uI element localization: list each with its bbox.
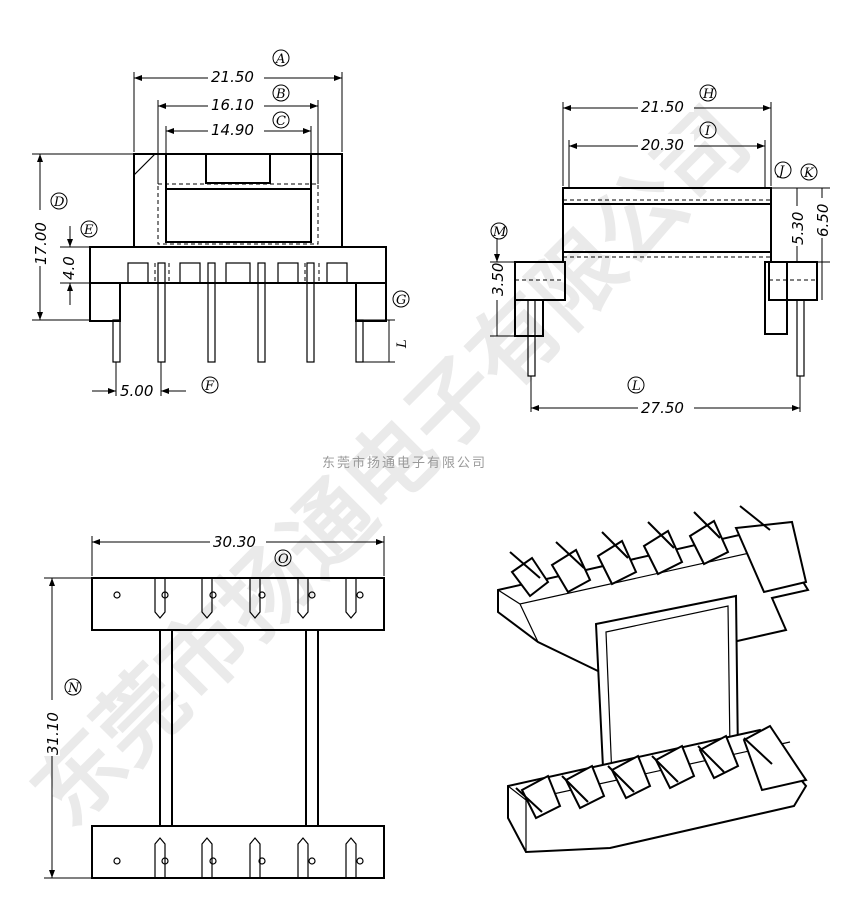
dim-e-value: 4.0 xyxy=(60,256,78,280)
front-chamfer xyxy=(133,153,156,176)
company-caption: 东莞市扬通电子有限公司 xyxy=(322,455,487,471)
label-e: E xyxy=(83,223,94,238)
dim-l-side-value: 27.50 xyxy=(641,399,684,417)
front-notch xyxy=(165,154,312,189)
front-pin-slots xyxy=(127,262,348,284)
front-window-hidden xyxy=(157,183,319,245)
front-view: 21.50 A 16.10 B 14.90 C 17.00 D 4.0 E xyxy=(30,49,410,400)
label-o: O xyxy=(278,552,289,567)
side-right-step xyxy=(768,261,818,301)
plan-pin-holes xyxy=(113,591,364,865)
label-l-side: L xyxy=(631,379,641,394)
label-l-front: L xyxy=(395,339,410,349)
side-view: 21.50 H 20.30 I J K 5.30 6.50 3.50 M xyxy=(489,84,832,417)
front-base-left-foot xyxy=(89,282,121,322)
dim-d-value: 17.00 xyxy=(32,222,50,265)
label-d: D xyxy=(53,195,65,210)
plan-bottom-flange xyxy=(91,825,385,879)
label-h: H xyxy=(702,87,715,102)
front-pins xyxy=(112,262,364,363)
label-f: F xyxy=(204,379,215,394)
plan-top-flange xyxy=(91,577,385,631)
front-hidden-lines xyxy=(154,263,320,283)
label-k: K xyxy=(803,166,815,181)
label-b: B xyxy=(275,87,286,102)
label-c: C xyxy=(276,114,286,129)
label-a: A xyxy=(275,52,285,67)
dim-h-value: 21.50 xyxy=(641,98,684,116)
side-right-pin xyxy=(796,299,805,377)
dim-a-value: 21.50 xyxy=(211,68,254,86)
dim-k-value: 6.50 xyxy=(814,204,832,237)
dim-b-value: 16.10 xyxy=(211,96,254,114)
plan-core-walls xyxy=(159,630,319,826)
dim-plan-length-value: 31.10 xyxy=(44,712,62,755)
side-right-foot xyxy=(764,261,788,335)
isometric-view xyxy=(497,505,810,854)
front-base xyxy=(89,246,387,284)
front-base-right-foot xyxy=(355,282,387,322)
dim-f-value: 5.00 xyxy=(120,382,153,400)
iso-top-pins xyxy=(509,505,771,579)
label-g: G xyxy=(396,293,406,308)
dim-i-value: 20.30 xyxy=(641,136,684,154)
dim-c-value: 14.90 xyxy=(211,121,254,139)
plan-bottom-slots xyxy=(154,837,357,878)
plan-view: 30.30 O 31.10 N xyxy=(42,530,385,879)
label-i: I xyxy=(704,124,711,139)
label-n: N xyxy=(67,681,80,696)
label-m: M xyxy=(492,225,507,240)
side-walls xyxy=(562,188,772,262)
dim-m-value: 3.50 xyxy=(489,263,507,296)
iso-bottom-tabs xyxy=(520,724,808,820)
dim-plan-width-value: 30.30 xyxy=(213,533,256,551)
dim-j-value: 5.30 xyxy=(789,212,807,245)
plan-top-slots xyxy=(154,578,357,619)
label-j: J xyxy=(776,164,785,179)
iso-top-tabs xyxy=(510,519,808,598)
front-window xyxy=(165,188,312,243)
iso-bottom-pins xyxy=(515,737,773,813)
